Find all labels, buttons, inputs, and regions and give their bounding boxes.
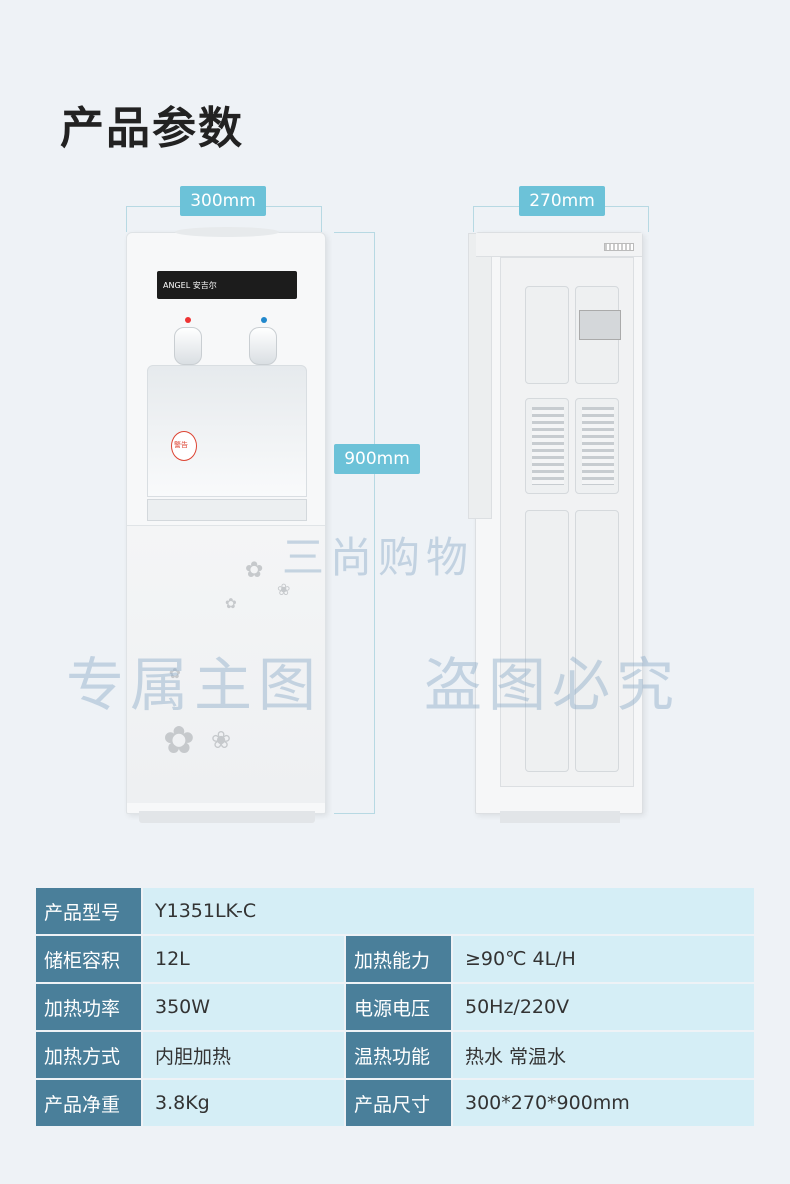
table-row: 产品型号 Y1351LK-C xyxy=(34,886,756,936)
drip-tray xyxy=(147,499,307,521)
panel-brand: ANGEL 安吉尔 xyxy=(163,281,217,290)
flower-decoration-icon: ✿ xyxy=(163,718,195,762)
page-title: 产品参数 xyxy=(60,103,244,154)
table-row: 产品净重 3.8Kg 产品尺寸 300*270*900mm xyxy=(34,1078,756,1128)
watermark-right: 盗图必究 xyxy=(424,651,681,719)
side-front-edge xyxy=(468,233,492,519)
storage-cabinet: ✿ ❀ ✿ ✿ ❀ ✿ xyxy=(127,525,325,803)
hot-indicator-dot xyxy=(185,317,191,323)
depth-dim-tick-left xyxy=(473,206,474,232)
rating-label xyxy=(579,310,621,340)
spec-label: 产品型号 xyxy=(34,886,143,936)
spec-value: 3.8Kg xyxy=(141,1078,346,1128)
bottle-seat xyxy=(175,227,279,237)
depth-dim-label: 270mm xyxy=(519,186,605,216)
table-row: 加热功率 350W 电源电压 50Hz/220V xyxy=(34,982,756,1032)
spec-value: Y1351LK-C xyxy=(141,886,756,936)
spec-value: ≥90℃ 4L/H xyxy=(451,934,756,984)
panel-cell xyxy=(525,510,569,772)
spec-label: 加热方式 xyxy=(34,1030,143,1080)
height-dim-line xyxy=(374,232,375,814)
vent-grille xyxy=(582,407,614,485)
dispenser-base xyxy=(139,811,315,823)
spec-label: 加热功率 xyxy=(34,982,143,1032)
normal-water-tap xyxy=(249,327,277,365)
spec-value: 300*270*900mm xyxy=(451,1078,756,1128)
height-dim-tick-bottom xyxy=(334,813,375,814)
vent-cell xyxy=(525,398,569,494)
spec-label: 产品尺寸 xyxy=(344,1078,453,1128)
flower-decoration-icon: ✿ xyxy=(225,596,237,612)
flower-decoration-icon: ❀ xyxy=(211,726,232,754)
flower-decoration-icon: ✿ xyxy=(169,666,181,682)
vent-grille xyxy=(532,407,564,485)
spec-label: 加热能力 xyxy=(344,934,453,984)
spec-label: 储柜容积 xyxy=(34,934,143,984)
top-vent xyxy=(604,243,634,251)
spec-value: 12L xyxy=(141,934,346,984)
spec-label: 产品净重 xyxy=(34,1078,143,1128)
panel-cell xyxy=(525,286,569,384)
warning-icon: 警告 xyxy=(171,431,197,461)
spec-table: 产品型号 Y1351LK-C 储柜容积 12L 加热能力 ≥90℃ 4L/H 加… xyxy=(34,886,756,1128)
vent-cell xyxy=(575,398,619,494)
height-dim-label: 900mm xyxy=(334,444,420,474)
control-panel: ANGEL 安吉尔 xyxy=(157,271,297,299)
spec-value: 50Hz/220V xyxy=(451,982,756,1032)
spec-value: 内胆加热 xyxy=(141,1030,346,1080)
table-row: 储柜容积 12L 加热能力 ≥90℃ 4L/H xyxy=(34,934,756,984)
watermark-brand: 三尚购物 xyxy=(282,533,475,582)
hot-water-tap xyxy=(174,327,202,365)
flower-decoration-icon: ✿ xyxy=(245,558,264,583)
watermark-left: 专属主图 xyxy=(66,651,323,719)
side-top-cap xyxy=(476,233,642,257)
warning-label: 警告 xyxy=(174,441,188,449)
dispenser-side-view xyxy=(468,232,643,823)
table-row: 加热方式 内胆加热 温热功能 热水 常温水 xyxy=(34,1030,756,1080)
spec-value: 热水 常温水 xyxy=(451,1030,756,1080)
width-dim-label: 300mm xyxy=(180,186,266,216)
dispenser-front-view: ANGEL 安吉尔 警告 ✿ ❀ ✿ ✿ ❀ ✿ xyxy=(126,227,326,823)
depth-dim-tick-right xyxy=(648,206,649,232)
spec-label: 温热功能 xyxy=(344,1030,453,1080)
width-dim-tick-right xyxy=(321,206,322,232)
normal-indicator-dot xyxy=(261,317,267,323)
back-panel xyxy=(500,257,634,787)
flower-decoration-icon: ❀ xyxy=(277,580,291,599)
spec-label: 电源电压 xyxy=(344,982,453,1032)
spec-value: 350W xyxy=(141,982,346,1032)
width-dim-tick-left xyxy=(126,206,127,232)
side-base xyxy=(500,811,620,823)
panel-cell xyxy=(575,510,619,772)
water-recess xyxy=(147,365,307,497)
height-dim-tick-top xyxy=(334,232,375,233)
